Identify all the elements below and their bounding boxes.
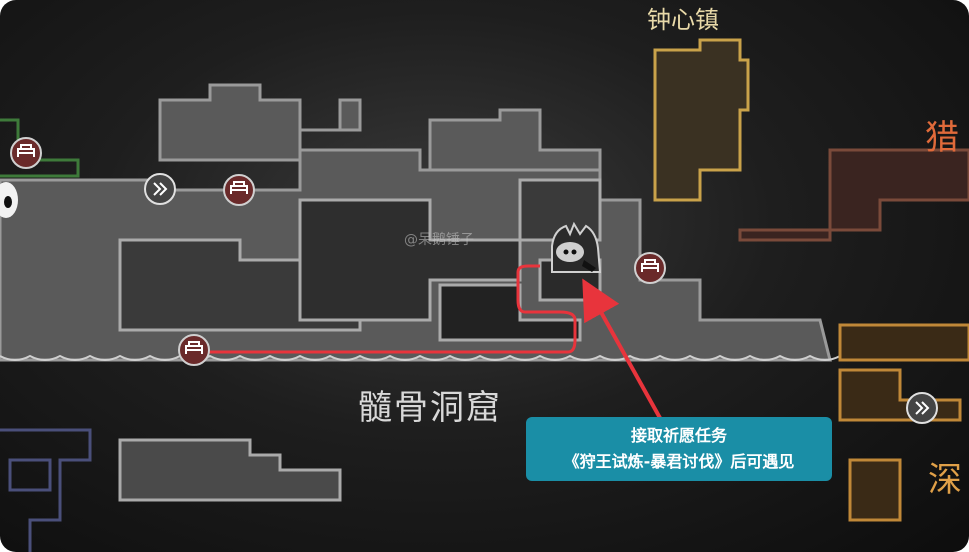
hunters-area <box>738 148 969 242</box>
region-label-the-marrow: 髓骨洞窟 <box>358 388 502 428</box>
route-path <box>205 264 577 354</box>
quest-note-line2: 《狩王试炼-暴君讨伐》后可遇见 <box>563 452 795 471</box>
quest-note: 接取祈愿任务 《狩王试炼-暴君讨伐》后可遇见 <box>526 417 832 481</box>
bellhart-area <box>653 38 750 202</box>
pointer-arrow <box>582 278 662 419</box>
bench-icon[interactable] <box>10 137 42 169</box>
lower-gray-area <box>118 438 342 502</box>
quest-note-line1: 接取祈愿任务 <box>630 426 727 445</box>
lower-area <box>0 428 92 552</box>
player-marker-icon <box>0 182 18 218</box>
watermark: @呆鹅锤子 <box>404 232 474 248</box>
bench-icon[interactable] <box>634 252 666 284</box>
boss-icon <box>551 221 602 273</box>
fast-travel-icon[interactable] <box>144 173 176 205</box>
bench-icon[interactable] <box>178 334 210 366</box>
region-label-deep-docks: 深 <box>928 460 962 500</box>
marrow-area <box>0 83 841 362</box>
region-label-hunters-march: 猎 <box>925 118 959 158</box>
bench-icon[interactable] <box>223 174 255 206</box>
region-label-bellhart: 钟心镇 <box>647 6 719 34</box>
fast-travel-icon[interactable] <box>906 392 938 424</box>
